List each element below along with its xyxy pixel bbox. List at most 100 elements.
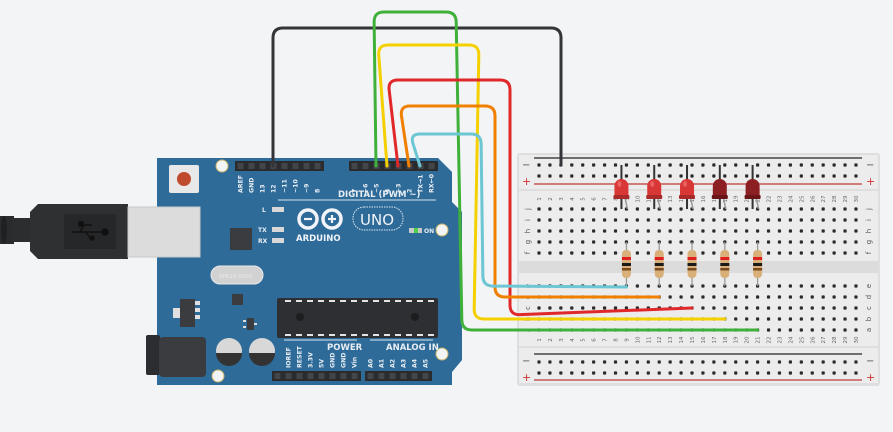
hole-c9[interactable]: [624, 306, 629, 310]
bottom-minus-rail-hole[interactable]: [843, 360, 847, 364]
hole-h8[interactable]: [613, 229, 618, 233]
bottom-minus-rail-hole[interactable]: [799, 360, 803, 364]
hole-i4[interactable]: [570, 218, 574, 222]
hole-d29[interactable]: [843, 295, 847, 299]
hole-i27[interactable]: [821, 218, 825, 222]
hole-f3[interactable]: [559, 251, 563, 255]
hole-i12[interactable]: [657, 218, 661, 222]
top-plus-rail-hole[interactable]: [745, 174, 749, 178]
hole-j5[interactable]: [581, 207, 585, 211]
hole-e17[interactable]: [712, 284, 716, 288]
hole-c22[interactable]: [766, 306, 771, 310]
hole-g20[interactable]: [745, 240, 749, 244]
hole-j6[interactable]: [592, 207, 596, 211]
hole-h18[interactable]: [723, 229, 727, 233]
led-1[interactable]: [613, 165, 630, 210]
top-minus-rail-hole[interactable]: [777, 163, 782, 167]
hole-j28[interactable]: [832, 207, 836, 211]
hole-i13[interactable]: [668, 218, 672, 222]
hole-j13[interactable]: [668, 207, 672, 211]
bottom-plus-rail-hole[interactable]: [668, 371, 672, 375]
top-plus-rail-hole[interactable]: [657, 174, 661, 178]
top-minus-rail-hole[interactable]: [745, 163, 749, 167]
hole-h13[interactable]: [668, 229, 672, 233]
bottom-plus-rail-hole[interactable]: [712, 371, 716, 375]
hole-i28[interactable]: [832, 218, 836, 222]
hole-i1[interactable]: [537, 218, 541, 222]
hole-c16[interactable]: [701, 306, 705, 310]
bottom-minus-rail-hole[interactable]: [646, 360, 650, 364]
hole-b24[interactable]: [788, 317, 792, 321]
bottom-minus-rail-hole[interactable]: [548, 360, 552, 364]
hole-i16[interactable]: [701, 218, 705, 222]
hole-j17[interactable]: [712, 207, 716, 211]
hole-g29[interactable]: [843, 240, 847, 244]
hole-h24[interactable]: [788, 229, 792, 233]
hole-c7[interactable]: [602, 306, 607, 310]
top-plus-rail-hole[interactable]: [613, 174, 618, 178]
hole-j8[interactable]: [613, 207, 618, 211]
hole-c6[interactable]: [592, 306, 596, 310]
hole-d30[interactable]: [854, 295, 858, 299]
led-3[interactable]: [679, 165, 696, 210]
hole-i8[interactable]: [613, 218, 618, 222]
top-plus-rail-hole[interactable]: [690, 174, 694, 178]
hole-i2[interactable]: [548, 218, 552, 222]
hole-i24[interactable]: [788, 218, 792, 222]
hole-e11[interactable]: [646, 284, 650, 288]
top-plus-rail-hole[interactable]: [679, 174, 683, 178]
hole-i9[interactable]: [624, 218, 629, 222]
bottom-plus-rail-hole[interactable]: [843, 371, 847, 375]
digital-pin-~9[interactable]: [303, 163, 310, 169]
hole-d26[interactable]: [810, 295, 814, 299]
hole-c30[interactable]: [854, 306, 858, 310]
bottom-minus-rail-hole[interactable]: [854, 360, 858, 364]
hole-i29[interactable]: [843, 218, 847, 222]
hole-h4[interactable]: [570, 229, 574, 233]
bottom-plus-rail-hole[interactable]: [745, 371, 749, 375]
bottom-plus-rail-hole[interactable]: [646, 371, 650, 375]
hole-h22[interactable]: [766, 229, 771, 233]
hole-g1[interactable]: [537, 240, 541, 244]
hole-g3[interactable]: [559, 240, 563, 244]
hole-c26[interactable]: [810, 306, 814, 310]
top-minus-rail-hole[interactable]: [548, 163, 552, 167]
hole-j4[interactable]: [570, 207, 574, 211]
hole-e22[interactable]: [766, 284, 771, 288]
hole-g2[interactable]: [548, 240, 552, 244]
top-plus-rail-hole[interactable]: [581, 174, 585, 178]
digital-pin-~6[interactable]: [362, 163, 369, 169]
hole-b22[interactable]: [766, 317, 771, 321]
bottom-minus-rail-hole[interactable]: [788, 360, 792, 364]
bottom-minus-rail-hole[interactable]: [635, 360, 639, 364]
hole-b19[interactable]: [734, 317, 738, 321]
hole-a27[interactable]: [821, 328, 825, 332]
hole-c21[interactable]: [756, 306, 760, 310]
top-plus-rail-hole[interactable]: [810, 174, 814, 178]
top-plus-rail-hole[interactable]: [646, 174, 650, 178]
analog-pin-A0[interactable]: [367, 373, 374, 379]
hole-i21[interactable]: [756, 218, 760, 222]
resistor-2[interactable]: [654, 242, 664, 286]
bottom-minus-rail-hole[interactable]: [766, 360, 771, 364]
bottom-minus-rail-hole[interactable]: [821, 360, 825, 364]
hole-i26[interactable]: [810, 218, 814, 222]
hole-c20[interactable]: [745, 306, 749, 310]
hole-a26[interactable]: [810, 328, 814, 332]
hole-g10[interactable]: [635, 240, 639, 244]
hole-g30[interactable]: [854, 240, 858, 244]
hole-h20[interactable]: [745, 229, 749, 233]
hole-b27[interactable]: [821, 317, 825, 321]
power-pin-3.3V[interactable]: [307, 373, 314, 379]
bottom-minus-rail-hole[interactable]: [679, 360, 683, 364]
bottom-minus-rail-hole[interactable]: [690, 360, 694, 364]
hole-c19[interactable]: [734, 306, 738, 310]
digital-pin-AREF[interactable]: [237, 163, 244, 169]
hole-a23[interactable]: [777, 328, 782, 332]
hole-g14[interactable]: [679, 240, 683, 244]
hole-f26[interactable]: [810, 251, 814, 255]
bottom-plus-rail-hole[interactable]: [613, 371, 618, 375]
hole-g28[interactable]: [832, 240, 836, 244]
top-plus-rail-hole[interactable]: [777, 174, 782, 178]
hole-b26[interactable]: [810, 317, 814, 321]
